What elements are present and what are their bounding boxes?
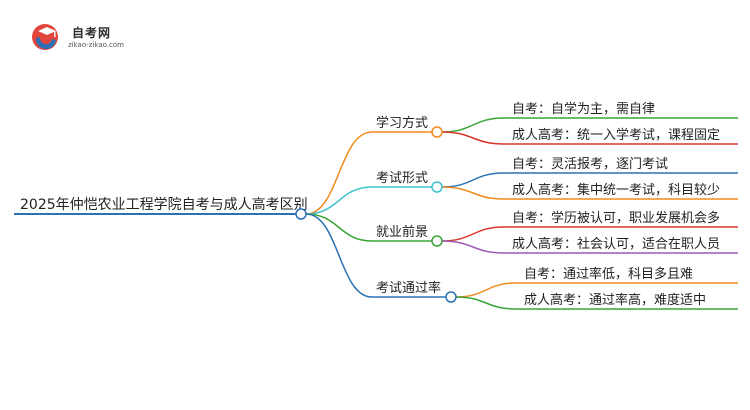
branch-label: 学习方式: [376, 115, 428, 131]
leaf-label: 自考：自学为主，需自律: [512, 101, 655, 117]
leaf-label: 成人高考：通过率高，难度适中: [524, 292, 706, 308]
leaf-label: 自考：灵活报考，逐门考试: [512, 157, 668, 172]
leaf-label: 自考：学历被认可，职业发展机会多: [512, 210, 720, 226]
leaf-label: 成人高考：集中统一考试，科目较少: [512, 182, 720, 198]
leaf-connector: [455, 282, 517, 298]
logo-url: zikao-zikao.com: [68, 41, 124, 49]
branch-connector: [305, 186, 373, 215]
leaf-connector: [441, 172, 505, 188]
leaf-label: 成人高考：社会认可，适合在职人员: [512, 236, 720, 252]
branch-node-circle[interactable]: [431, 126, 443, 138]
leaf-connector: [441, 186, 505, 200]
branch-node-circle[interactable]: [431, 235, 443, 247]
branch-label: 就业前景: [376, 224, 428, 240]
root-node-circle[interactable]: [295, 208, 307, 220]
leaf-connector: [441, 226, 505, 242]
leaf-connector: [455, 296, 517, 310]
leaf-connector: [441, 131, 505, 145]
branch-label: 考试形式: [376, 171, 428, 186]
branch-label: 考试通过率: [376, 280, 441, 296]
leaf-label: 成人高考：统一入学考试，课程固定: [512, 127, 720, 143]
leaf-connector: [441, 240, 505, 254]
logo-title: 自考网: [72, 26, 112, 40]
root-topic: 2025年仲恺农业工程学院自考与成人高考区别: [20, 196, 308, 213]
branch-connector: [305, 213, 373, 298]
logo-icon: [32, 24, 58, 50]
branch-connector: [305, 131, 373, 215]
leaf-connector: [441, 117, 505, 133]
branch-node-circle[interactable]: [445, 291, 457, 303]
site-logo[interactable]: 自考网 zikao-zikao.com: [30, 20, 140, 54]
branch-connector: [305, 213, 373, 242]
leaf-label: 自考：通过率低，科目多且难: [524, 266, 693, 282]
branch-node-circle[interactable]: [431, 181, 443, 193]
mind-map-nodes: 2025年仲恺农业工程学院自考与成人高考区别 学习方式 自考：自学为主，需自律成人高…: [20, 101, 720, 308]
mind-map-edges: [14, 117, 738, 310]
